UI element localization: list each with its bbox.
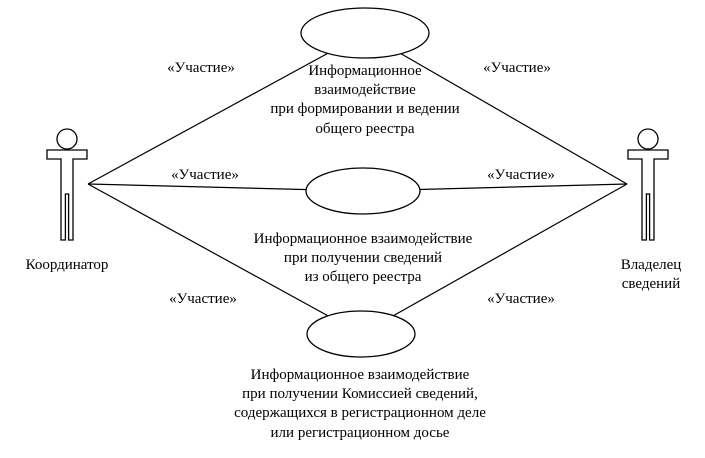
- use-case-ellipse-middle: [305, 167, 421, 215]
- actor-label-coordinator: Координатор: [25, 257, 109, 273]
- use-case-label-bottom: Информационное взаимодействие при получе…: [234, 367, 486, 441]
- association-lines: [87, 32, 628, 335]
- actor-left-body-icon: [46, 149, 88, 241]
- association-line-left-top: [87, 32, 366, 185]
- actor-label-owner: Владелец сведений: [620, 257, 682, 293]
- actor-right-body-icon: [627, 149, 669, 241]
- use-case-label-top: Информационное взаимодействие при формир…: [270, 63, 460, 137]
- actor-figure-left: [46, 128, 88, 241]
- actor-right-head-icon: [637, 128, 659, 150]
- edge-label-right-bottom: «Участие»: [485, 291, 557, 308]
- edge-label-left-top: «Участие»: [165, 60, 237, 77]
- use-case-label-middle: Информационное взаимодействие при получе…: [253, 231, 473, 286]
- edge-label-right-top: «Участие»: [481, 60, 553, 77]
- actor-left-head-icon: [56, 128, 78, 150]
- association-line-right-bottom: [360, 183, 628, 335]
- edge-label-right-middle: «Участие»: [485, 167, 557, 184]
- use-case-ellipses: [300, 7, 430, 358]
- use-case-ellipse-top: [300, 7, 430, 59]
- edge-label-left-middle: «Участие»: [169, 167, 241, 184]
- actor-figure-right: [627, 128, 669, 241]
- association-line-right-top: [364, 32, 628, 185]
- edge-label-left-bottom: «Участие»: [167, 291, 239, 308]
- use-case-ellipse-bottom: [306, 310, 416, 358]
- association-line-left-bottom: [87, 183, 362, 335]
